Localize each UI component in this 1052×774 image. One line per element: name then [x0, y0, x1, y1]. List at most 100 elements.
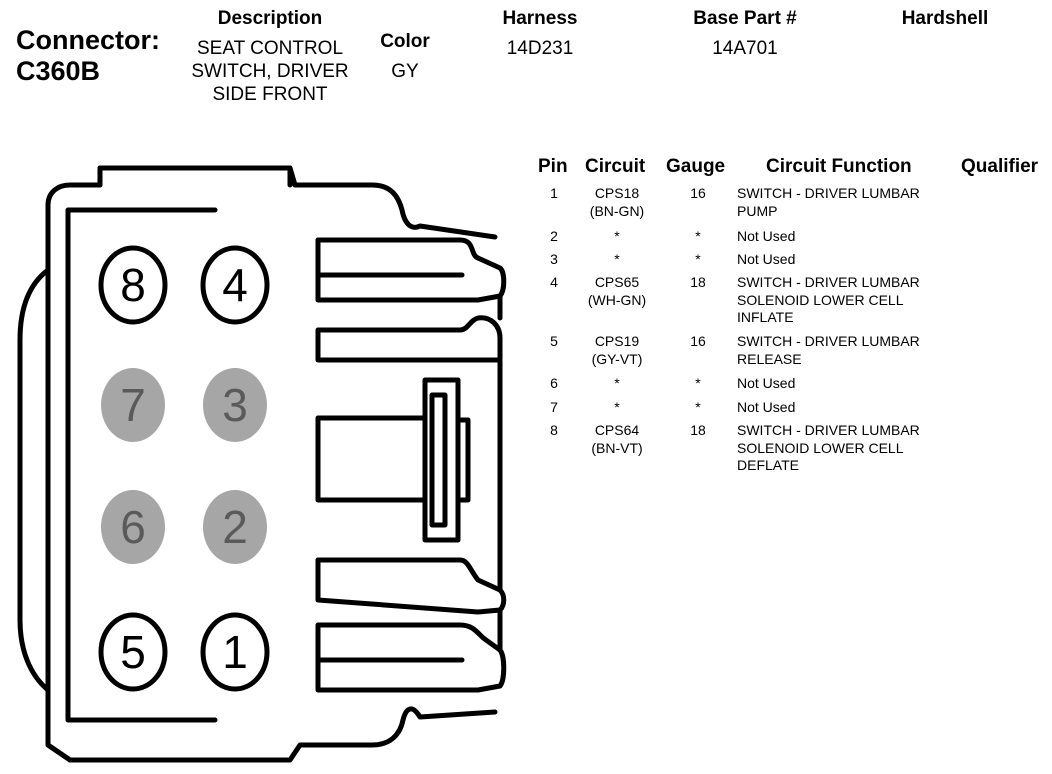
- base-part-value: 14A701: [712, 38, 778, 59]
- circuit-cell-line: *: [614, 399, 620, 415]
- latch-center-inner: [429, 392, 448, 528]
- pin-cell: 5: [546, 333, 562, 351]
- circuit-cell: *: [582, 228, 652, 246]
- pin-cell: 3: [546, 251, 562, 269]
- circuit-cell-line: (BN-VT): [591, 439, 643, 456]
- gauge-cell: 16: [685, 185, 711, 203]
- cavity-outline: [200, 612, 270, 692]
- gauge-cell: 16: [685, 333, 711, 351]
- cavity-pin-5: 5: [98, 612, 168, 692]
- description-line-1: SEAT CONTROL: [196, 38, 344, 59]
- circuit-cell: CPS19(GY-VT): [582, 333, 652, 368]
- cavity-pin-8: 8: [98, 245, 168, 325]
- function-cell: Not Used: [737, 228, 977, 246]
- housing-top-edge: [97, 165, 293, 188]
- gauge-cell: *: [685, 228, 711, 246]
- circuit-cell-line: CPS18: [594, 185, 640, 201]
- cavity-outline: [200, 245, 270, 325]
- pin-cell-line: 5: [550, 333, 558, 349]
- function-cell-line: INFLATE: [737, 309, 794, 325]
- function-cell-line: SWITCH - DRIVER LUMBAR: [737, 422, 920, 438]
- pin-cell-line: 2: [550, 228, 558, 244]
- gauge-cell: *: [685, 399, 711, 417]
- latch-center-tab: [422, 377, 461, 543]
- pin-cell-line: 7: [550, 399, 558, 415]
- cavity-pin-4: 4: [200, 245, 270, 325]
- cavity-pin-number: 6: [120, 501, 146, 553]
- circuit-cell: *: [582, 399, 652, 417]
- pin-cell-line: 3: [550, 251, 558, 267]
- pin-cell-line: 8: [550, 422, 558, 438]
- function-cell: Not Used: [737, 251, 977, 269]
- function-cell-line: Not Used: [737, 375, 796, 391]
- col-header-qualifier: Qualifier: [961, 156, 1039, 177]
- latch-upper-slot: [315, 237, 507, 303]
- circuit-cell-line: (BN-GN): [589, 202, 645, 219]
- function-cell-line: SOLENOID LOWER CELL: [737, 439, 904, 456]
- circuit-cell-line: *: [614, 375, 620, 391]
- cavity-pin-number: 1: [222, 626, 248, 678]
- gauge-cell: 18: [685, 422, 711, 440]
- gauge-cell: *: [685, 251, 711, 269]
- function-cell-line: Not Used: [737, 228, 796, 244]
- harness-value: 14D231: [506, 38, 574, 59]
- cavity-pin-number: 3: [222, 379, 248, 431]
- cavity-pin-number: 2: [222, 501, 248, 553]
- hardshell-header: Hardshell: [901, 8, 989, 29]
- circuit-cell: CPS65(WH-GN): [582, 274, 652, 309]
- circuit-cell: *: [582, 251, 652, 269]
- circuit-cell-line: CPS65: [594, 274, 640, 290]
- col-header-circuit-function: Circuit Function: [766, 156, 912, 177]
- circuit-cell-line: CPS19: [594, 333, 640, 349]
- col-header-gauge: Gauge: [666, 156, 726, 177]
- function-cell: Not Used: [737, 375, 977, 393]
- circuit-cell-line: (WH-GN): [587, 291, 647, 308]
- pin-cell: 8: [546, 422, 562, 440]
- gauge-cell-line: *: [695, 251, 701, 267]
- housing-outer: [45, 165, 498, 763]
- cavity-pin-2: 2: [203, 490, 267, 564]
- circuit-cell: CPS18(BN-GN): [582, 185, 652, 220]
- gauge-cell-line: 18: [690, 422, 706, 438]
- housing-inner: [65, 207, 218, 723]
- cavity-outline: [98, 612, 168, 692]
- circuit-cell-line: (GY-VT): [591, 350, 643, 367]
- cavity-outline: [203, 490, 267, 564]
- circuit-cell-line: CPS64: [594, 422, 640, 438]
- function-cell-line: SWITCH - DRIVER LUMBAR: [737, 274, 920, 290]
- cavity-pin-1: 1: [200, 612, 270, 692]
- function-cell-line: SWITCH - DRIVER LUMBAR: [737, 333, 920, 349]
- cavity-outline: [203, 368, 267, 442]
- gauge-cell-line: *: [695, 228, 701, 244]
- cavity-pin-number: 8: [120, 259, 146, 311]
- function-cell-line: SOLENOID LOWER CELL: [737, 291, 904, 308]
- gauge-cell-line: *: [695, 399, 701, 415]
- description-line-3: SIDE FRONT: [212, 84, 328, 105]
- base-part-header: Base Part #: [693, 8, 797, 29]
- pin-cell: 7: [546, 399, 562, 417]
- connector-face-diagram: 8 4 7 3 6 2 5 1: [17, 165, 507, 763]
- gauge-cell: *: [685, 375, 711, 393]
- cavity-pin-6: 6: [101, 490, 165, 564]
- function-cell-line: RELEASE: [737, 350, 802, 367]
- gauge-cell-line: *: [695, 375, 701, 391]
- latch-center-block: [315, 415, 428, 503]
- function-cell-line: DEFLATE: [737, 457, 799, 473]
- color-header: Color: [380, 31, 430, 52]
- col-header-pin: Pin: [538, 156, 568, 177]
- pin-cell: 2: [546, 228, 562, 246]
- description-value: SEAT CONTROL SWITCH, DRIVER SIDE FRONT: [170, 37, 370, 106]
- cavity-outline: [98, 245, 168, 325]
- connector-label: Connector:: [16, 25, 160, 55]
- cavity-pin-7: 7: [101, 368, 165, 442]
- pin-cell: 4: [546, 274, 562, 292]
- gauge-cell: 18: [685, 274, 711, 292]
- latch-mid-lower: [315, 557, 507, 615]
- cavity-pin-number: 4: [222, 259, 248, 311]
- circuit-cell-line: *: [614, 228, 620, 244]
- cavity-outline: [101, 490, 165, 564]
- function-cell: Not Used: [737, 399, 977, 417]
